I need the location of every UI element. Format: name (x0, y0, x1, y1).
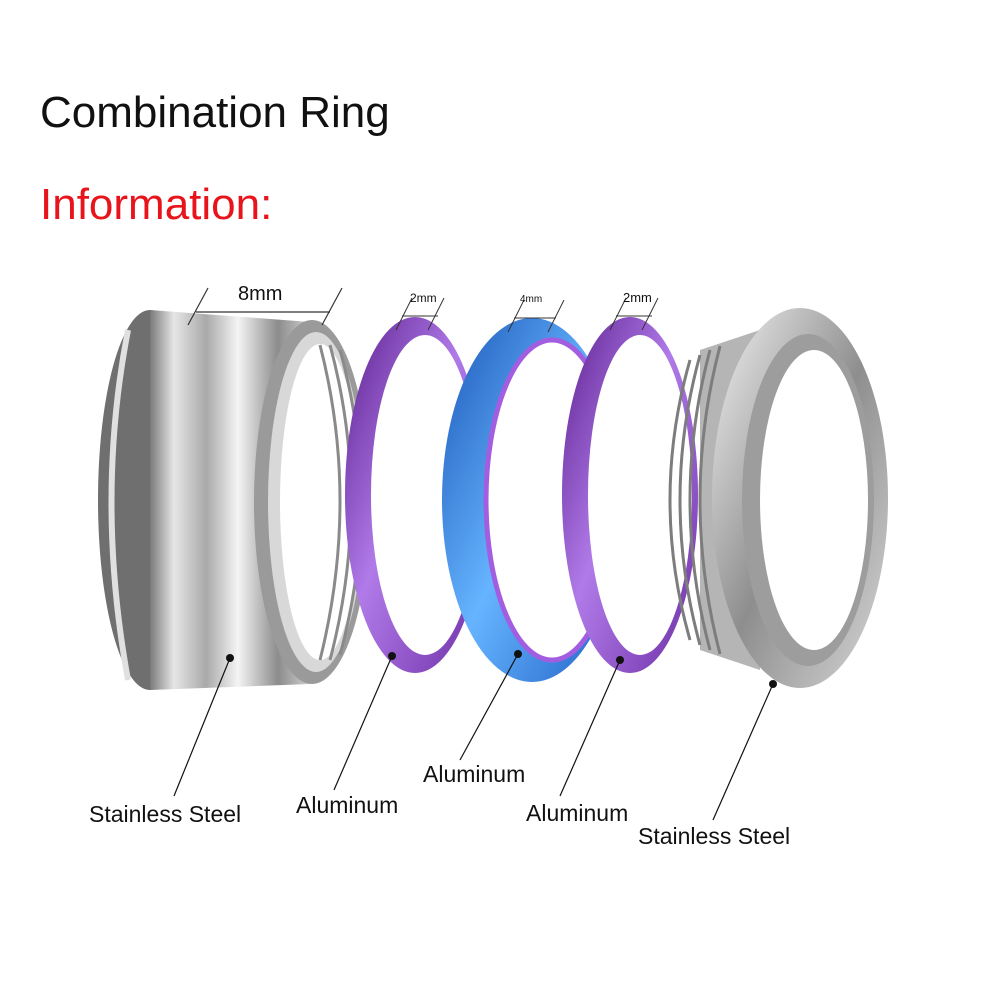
callout-line (173, 657, 231, 797)
steel-ring-right (668, 308, 888, 688)
part-label-steel-right: Stainless Steel (638, 823, 790, 849)
width-label: 8mm (238, 283, 282, 305)
dimension-2mm-right: 2mm (609, 290, 659, 331)
callout-line (559, 659, 621, 797)
width-label: 2mm (623, 290, 652, 305)
page-title: Combination Ring (40, 88, 390, 137)
callout-line (333, 655, 393, 791)
steel-band-left (98, 310, 370, 690)
part-label-aluminum-center: Aluminum (423, 761, 525, 787)
aluminum-ring-right (562, 317, 698, 673)
dimension-8mm: 8mm (187, 283, 343, 326)
part-label-aluminum-right: Aluminum (526, 800, 628, 826)
part-label-steel-left: Stainless Steel (89, 801, 241, 827)
info-heading: Information: (40, 180, 273, 229)
part-label-aluminum-left: Aluminum (296, 792, 398, 818)
callout-line (712, 683, 774, 821)
callout-line (459, 653, 519, 761)
dimension-2mm-left: 2mm (395, 291, 445, 331)
width-label: 2mm (410, 291, 437, 305)
width-label: 4mm (520, 294, 542, 305)
dimension-4mm: 4mm (507, 294, 565, 333)
